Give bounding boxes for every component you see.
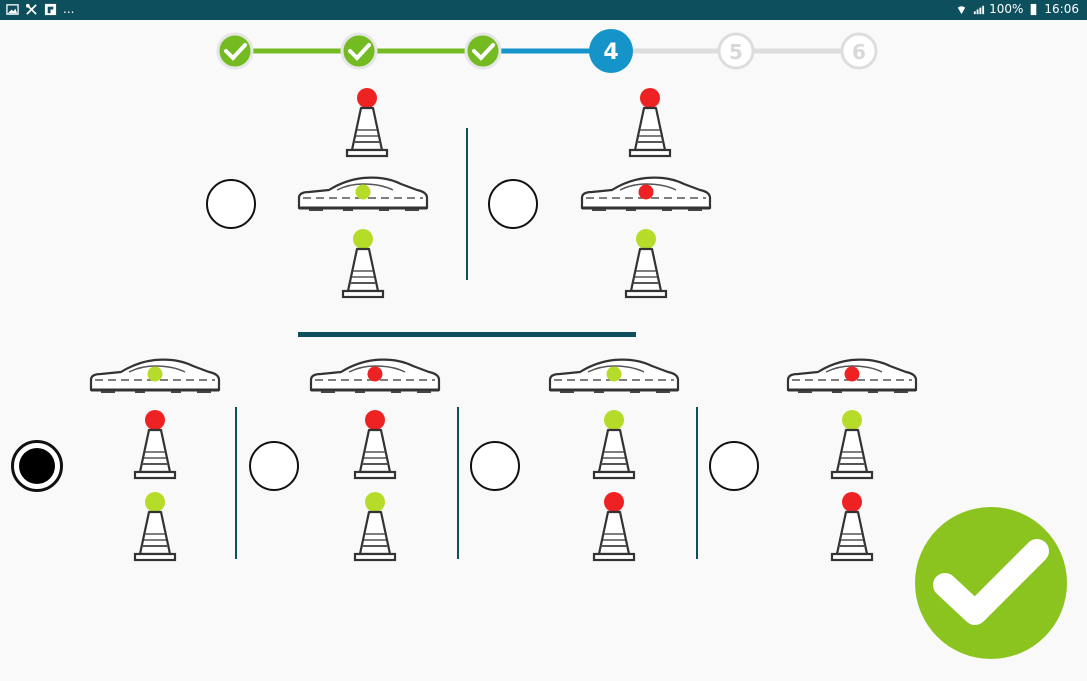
step-number: 4	[603, 40, 618, 65]
cone-bottom-icon	[133, 492, 177, 562]
tools-icon	[25, 3, 37, 15]
cone-light	[636, 229, 656, 249]
step-check-icon	[472, 43, 495, 61]
section-divider	[298, 332, 636, 337]
answer-divider-2	[457, 407, 459, 559]
cone-bottom-icon	[341, 229, 385, 299]
cone-top-icon	[830, 410, 874, 480]
car-light	[638, 184, 654, 200]
cone-light	[145, 410, 165, 430]
signal-icon	[973, 5, 985, 14]
cone-light	[604, 492, 624, 512]
answer-radio-1[interactable]	[11, 440, 63, 492]
cone-light	[842, 492, 862, 512]
question-divider	[466, 128, 468, 280]
step-4: 4	[589, 29, 633, 73]
car-icon	[786, 358, 918, 393]
answer-divider-1	[235, 407, 237, 559]
cone-light	[365, 492, 385, 512]
step-number: 5	[729, 40, 743, 64]
cone-bottom-icon	[592, 492, 636, 562]
cone-light	[353, 229, 373, 249]
answer-radio-2[interactable]	[249, 441, 299, 491]
step-5: 5	[717, 32, 755, 70]
cone-light	[357, 88, 377, 108]
car-light	[367, 366, 383, 382]
car-light	[355, 184, 371, 200]
car-icon	[297, 176, 429, 211]
status-bar: ... 100% 16:06	[0, 0, 1087, 20]
answer-radio-3[interactable]	[470, 441, 520, 491]
cone-bottom-icon	[830, 492, 874, 562]
cone-light	[640, 88, 660, 108]
step-check-icon	[224, 43, 247, 61]
answer-divider-3	[696, 407, 698, 559]
cone-top-icon	[592, 410, 636, 480]
cone-top-icon	[353, 410, 397, 480]
image-icon	[6, 3, 19, 15]
flipboard-icon	[44, 3, 57, 15]
car-icon	[89, 358, 221, 393]
cone-light	[145, 492, 165, 512]
status-overflow: ...	[63, 2, 75, 16]
status-bar-right: 100% 16:06	[955, 2, 1079, 16]
cone-bottom-icon	[353, 492, 397, 562]
car-light	[844, 366, 860, 382]
answer-radio-4[interactable]	[709, 441, 759, 491]
question-radio-2[interactable]	[488, 179, 538, 229]
cone-light	[365, 410, 385, 430]
status-bar-left: ...	[6, 2, 74, 16]
step-6: 6	[840, 32, 878, 70]
confirm-button[interactable]	[915, 507, 1067, 659]
cone-light	[842, 410, 862, 430]
step-1	[216, 32, 254, 70]
battery-text: 100%	[989, 2, 1024, 16]
car-light	[606, 366, 622, 382]
car-icon	[548, 358, 680, 393]
car-icon	[309, 358, 441, 393]
step-3	[464, 32, 502, 70]
question-radio-1[interactable]	[206, 179, 256, 229]
car-light	[147, 366, 163, 382]
step-2	[340, 32, 378, 70]
car-icon	[580, 176, 712, 211]
check-icon	[933, 539, 1049, 625]
step-number: 6	[852, 40, 866, 64]
battery-icon	[1031, 3, 1037, 15]
cone-top-icon	[345, 88, 389, 158]
clock: 16:06	[1044, 2, 1079, 16]
stepper-graphic: 4 5 6	[216, 29, 878, 73]
progress-stepper: 4 5 6	[0, 20, 1087, 80]
cone-bottom-icon	[624, 229, 668, 299]
wifi-icon	[957, 5, 966, 14]
cone-light	[604, 410, 624, 430]
cone-top-icon	[628, 88, 672, 158]
cone-top-icon	[133, 410, 177, 480]
step-check-icon	[348, 43, 371, 61]
